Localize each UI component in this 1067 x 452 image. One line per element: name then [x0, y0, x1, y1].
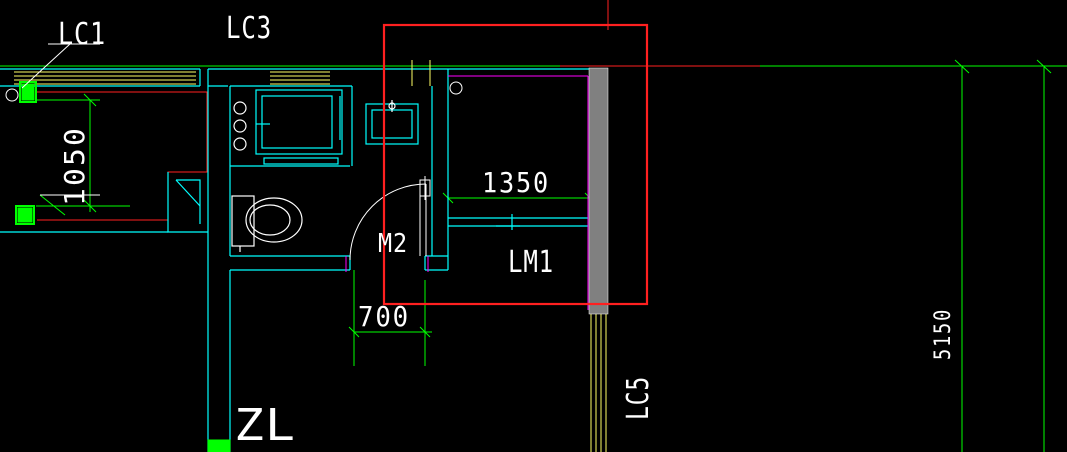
dimension-5150: 5150 — [931, 308, 956, 360]
floor-drain-icon — [5, 81, 463, 200]
dimension-1050: 1050 — [58, 126, 91, 206]
label-lm1: LM1 — [508, 245, 554, 280]
toilet-icon — [231, 195, 303, 252]
structural-column — [588, 67, 609, 315]
bath-controls — [233, 101, 247, 151]
label-lc3: LC3 — [226, 11, 272, 46]
label-leaders — [21, 43, 100, 196]
highlight-box — [382, 23, 649, 306]
door-swing-icon — [349, 183, 427, 261]
pipe-markers — [15, 81, 231, 452]
walls — [0, 68, 590, 452]
magenta-lines — [345, 75, 589, 310]
bathtub-icon — [255, 89, 343, 165]
dimension-1350: 1350 — [482, 166, 550, 199]
label-lc1: LC1 — [58, 17, 106, 52]
sink-icon — [365, 100, 419, 145]
label-zl: ZL — [234, 400, 296, 451]
label-m2: M2 — [378, 229, 408, 259]
window-lines — [14, 60, 607, 452]
dimension-700: 700 — [358, 300, 410, 333]
label-lc5: LC5 — [621, 376, 656, 420]
